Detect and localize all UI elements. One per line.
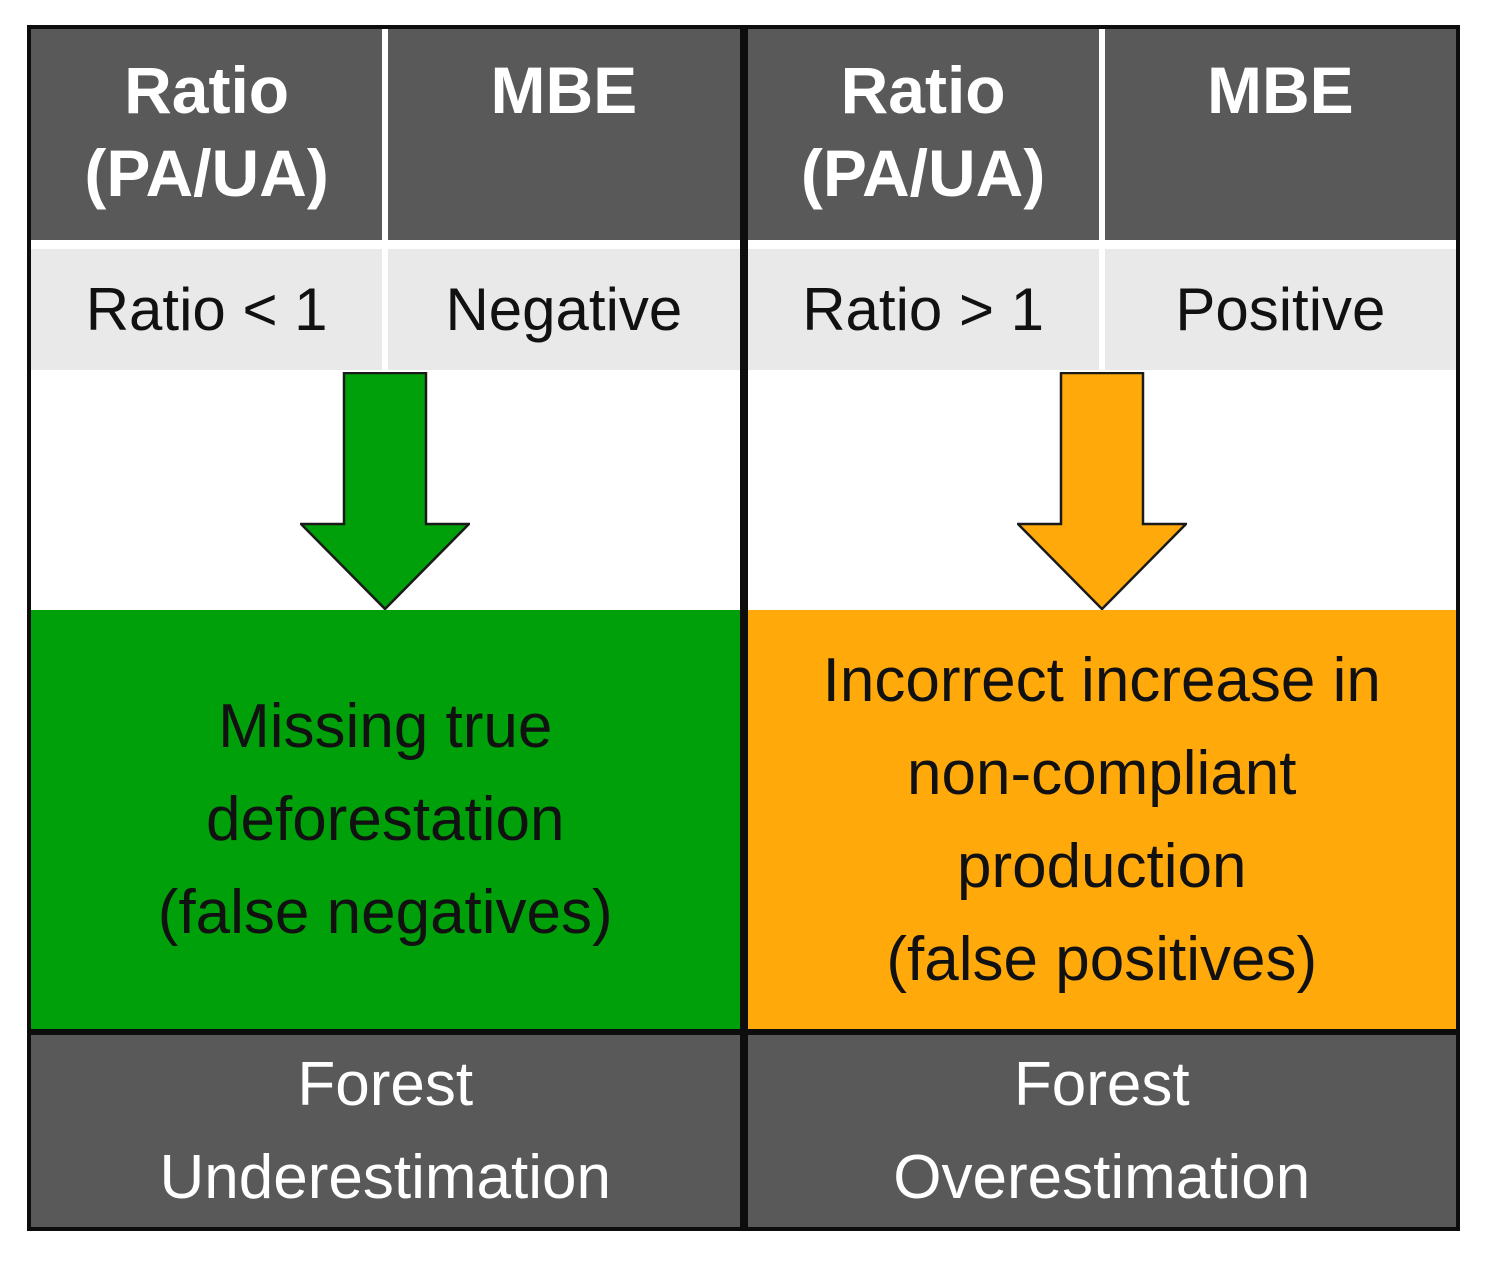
consequence-line: production bbox=[956, 831, 1247, 901]
down-arrow-icon bbox=[1016, 372, 1187, 610]
condition-ratio-value: Ratio < 1 bbox=[85, 276, 328, 343]
consequence-line: non-compliant bbox=[907, 738, 1297, 808]
header-mbe-label: MBE bbox=[490, 53, 638, 127]
arrow-zone bbox=[31, 370, 740, 610]
consequence-box-underestimation: Missing true deforestation (false negati… bbox=[31, 610, 740, 1029]
outcome-footer-underestimation: Forest Underestimation bbox=[31, 1035, 740, 1227]
header-separator bbox=[747, 240, 1456, 249]
consequence-line: (false negatives) bbox=[157, 878, 613, 947]
header-cell-mbe: MBE bbox=[1105, 29, 1456, 240]
header-cell-ratio: Ratio (PA/UA) bbox=[31, 29, 382, 240]
outcome-footer-overestimation: Forest Overestimation bbox=[747, 1035, 1456, 1227]
outcome-line: Forest bbox=[297, 1050, 474, 1119]
comparison-figure: Ratio (PA/UA) MBE Ratio < 1 Negative Mis… bbox=[27, 25, 1460, 1231]
consequence-line: Missing true bbox=[218, 692, 553, 761]
condition-ratio-value: Ratio > 1 bbox=[802, 276, 1045, 343]
condition-row: Ratio < 1 Negative bbox=[31, 249, 740, 370]
header-ratio-line2: (PA/UA) bbox=[800, 135, 1046, 210]
panel-forest-underestimation: Ratio (PA/UA) MBE Ratio < 1 Negative Mis… bbox=[31, 29, 744, 1227]
consequence-line: Incorrect increase in bbox=[822, 645, 1381, 715]
outcome-line: Forest bbox=[1013, 1050, 1190, 1119]
header-ratio-line1: Ratio bbox=[124, 53, 290, 127]
condition-mbe-value: Positive bbox=[1175, 276, 1386, 343]
footer-separator bbox=[747, 1029, 1456, 1035]
condition-mbe-value: Negative bbox=[445, 276, 683, 343]
footer-separator bbox=[31, 1029, 740, 1035]
header-row: Ratio (PA/UA) MBE bbox=[747, 29, 1456, 240]
down-arrow-shape bbox=[300, 372, 471, 610]
header-cell-mbe: MBE bbox=[388, 29, 739, 240]
header-ratio-line2: (PA/UA) bbox=[84, 135, 329, 210]
column-divider bbox=[1098, 29, 1105, 240]
consequence-line: (false positives) bbox=[886, 924, 1318, 994]
consequence-box-overestimation: Incorrect increase in non-compliant prod… bbox=[747, 610, 1456, 1029]
column-divider bbox=[1098, 249, 1105, 370]
header-row: Ratio (PA/UA) MBE bbox=[31, 29, 740, 240]
condition-row: Ratio > 1 Positive bbox=[747, 249, 1456, 370]
column-divider bbox=[382, 29, 389, 240]
outcome-line: Overestimation bbox=[893, 1143, 1311, 1212]
header-separator bbox=[31, 240, 740, 249]
consequence-line: deforestation bbox=[206, 785, 565, 854]
panel-forest-overestimation: Ratio (PA/UA) MBE Ratio > 1 Positive Inc… bbox=[743, 29, 1456, 1227]
header-mbe-label: MBE bbox=[1207, 53, 1354, 127]
header-ratio-line1: Ratio bbox=[840, 53, 1006, 127]
down-arrow-icon bbox=[300, 372, 471, 610]
down-arrow-shape bbox=[1016, 372, 1187, 610]
column-divider bbox=[382, 249, 389, 370]
outcome-line: Underestimation bbox=[159, 1143, 611, 1212]
header-cell-ratio: Ratio (PA/UA) bbox=[748, 29, 1099, 240]
arrow-zone bbox=[747, 370, 1456, 610]
